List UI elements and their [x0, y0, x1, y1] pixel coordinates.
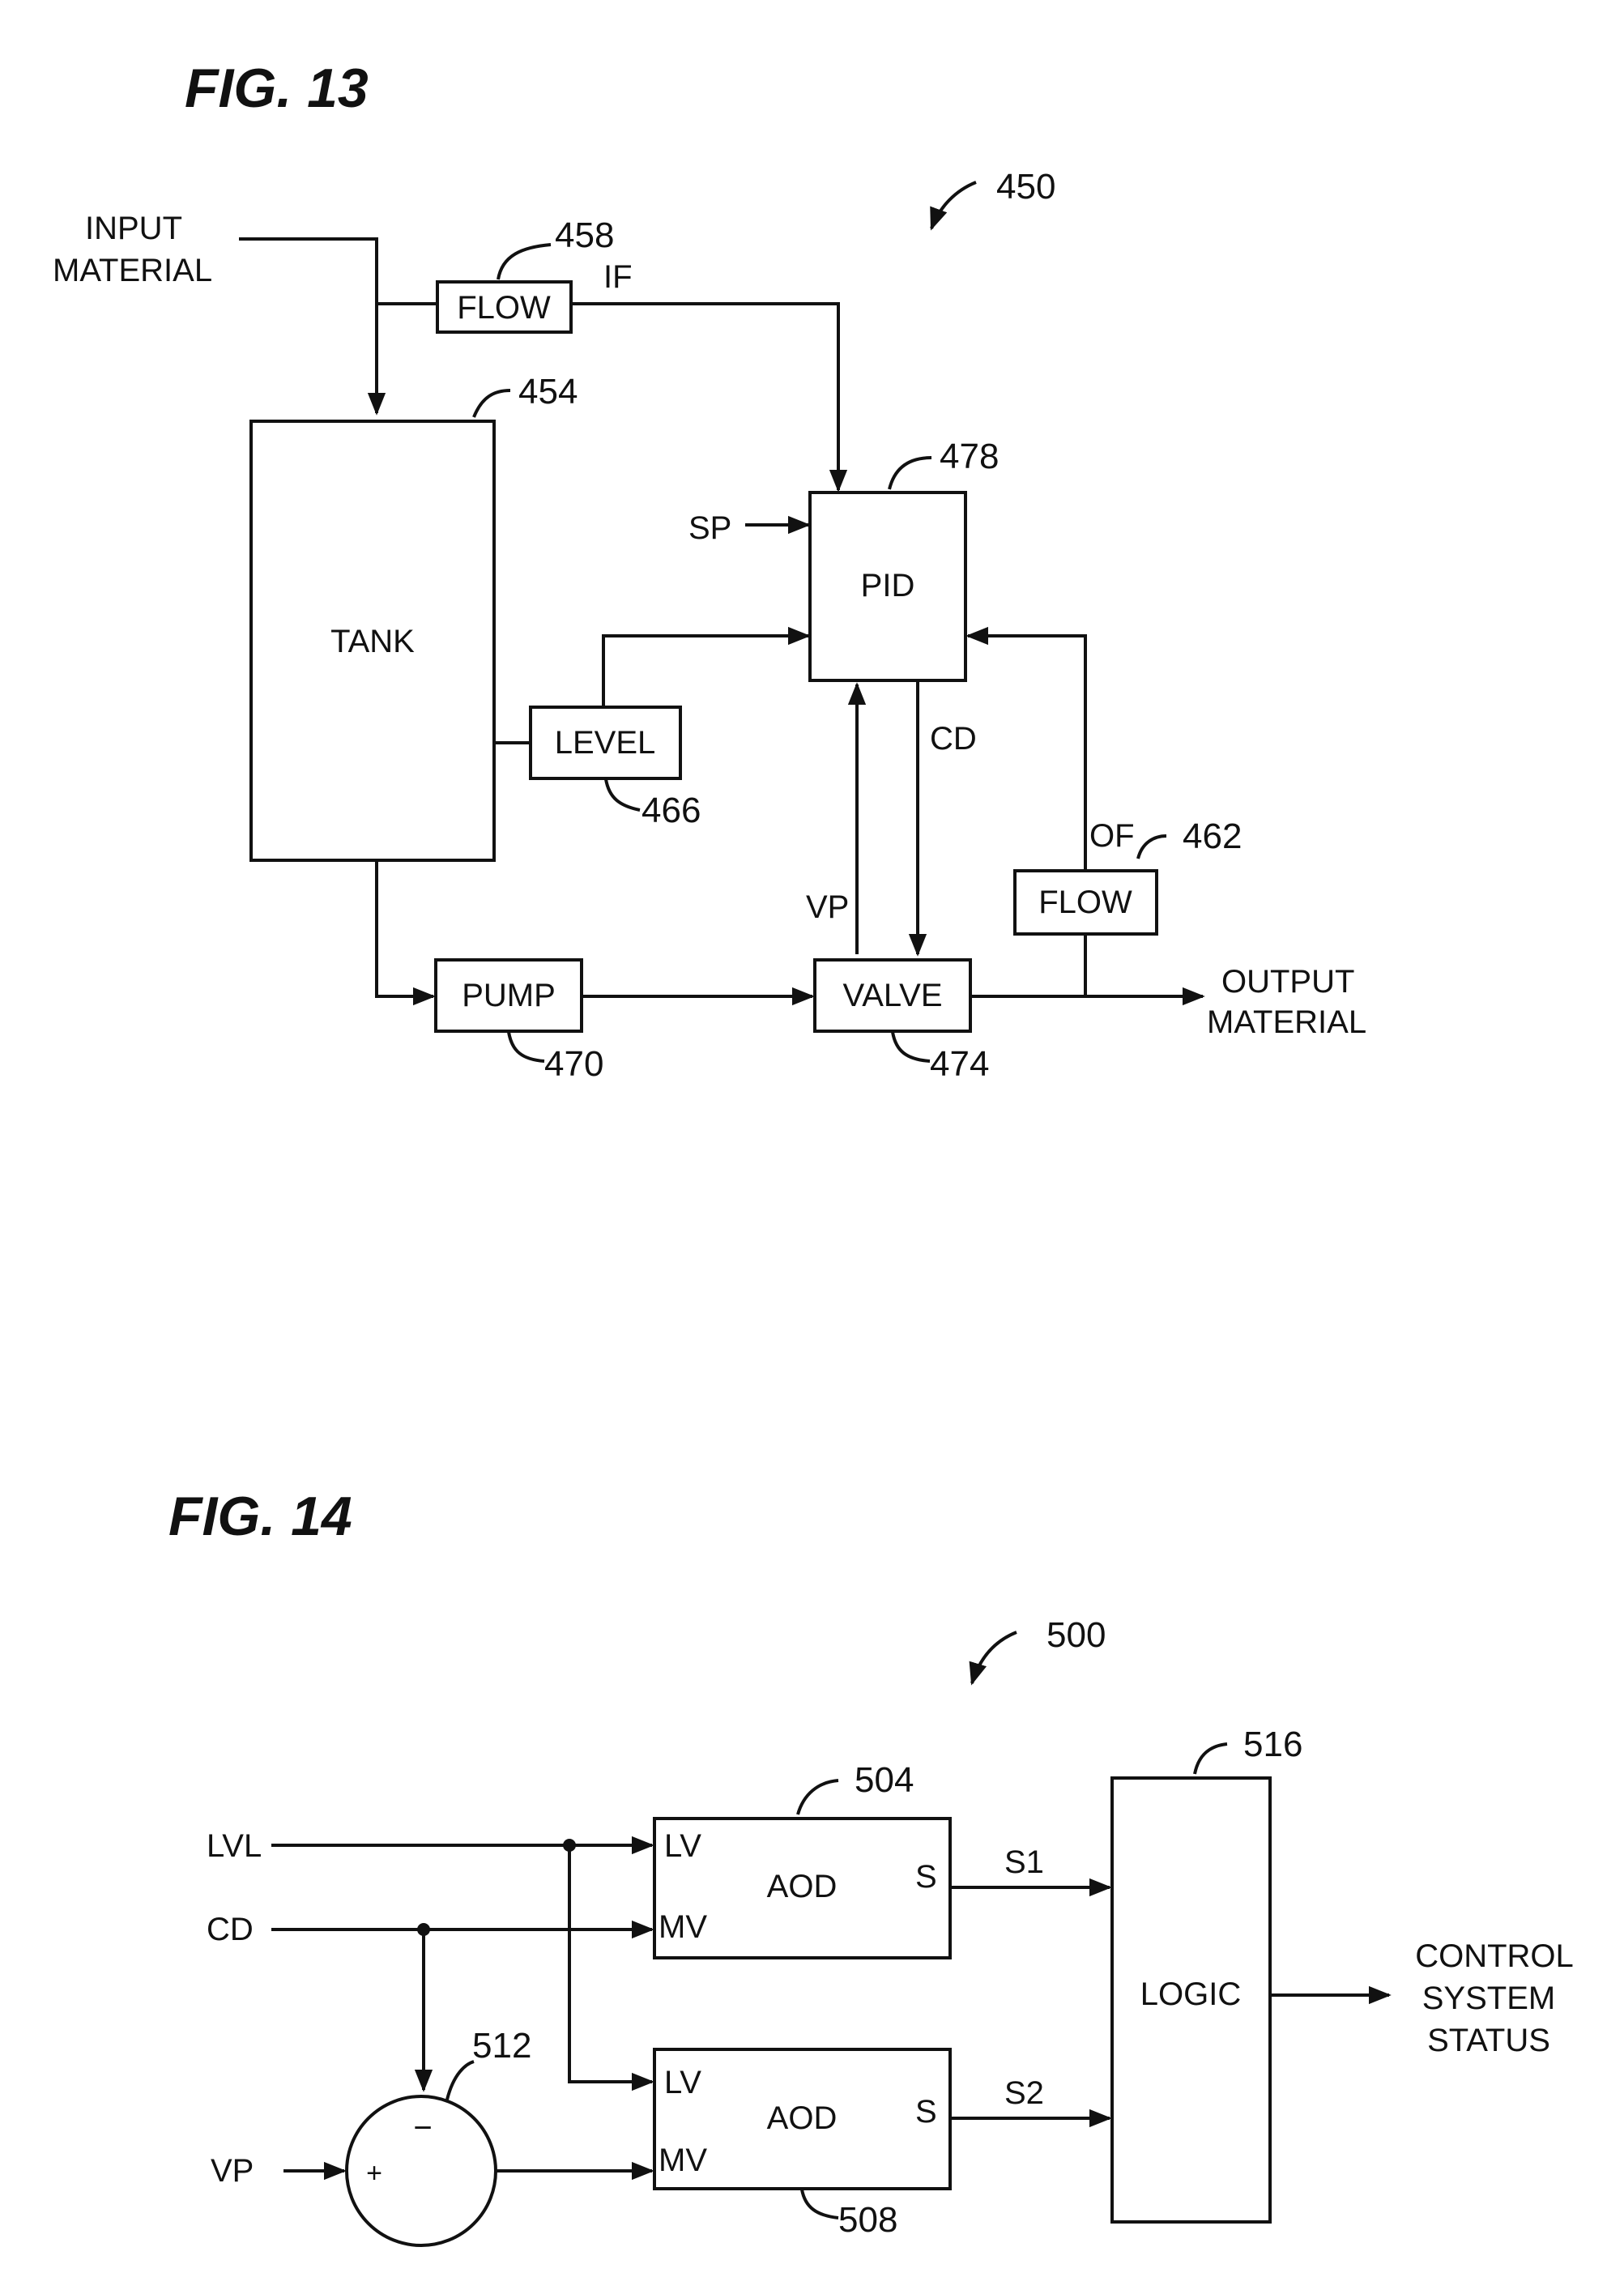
pid-label: PID	[861, 568, 915, 603]
ref-478-leader	[889, 458, 931, 489]
output-material-line1: OUTPUT	[1221, 964, 1354, 1000]
figure-14: FIG. 14 500 LVL CD VP − + 512 LV MV AOD …	[168, 1486, 1574, 2245]
control-status-line2: SYSTEM	[1422, 1981, 1555, 2016]
ref-504: 504	[855, 1760, 914, 1800]
ref-458: 458	[555, 215, 614, 255]
ref-470: 470	[544, 1044, 603, 1084]
figure-13: FIG. 13 450 INPUT MATERIAL FLOW 458 IF T…	[53, 58, 1366, 1084]
valve-label: VALVE	[842, 978, 942, 1013]
fig13-title: FIG. 13	[185, 58, 369, 119]
aod-508-label: AOD	[767, 2100, 838, 2136]
pump-label: PUMP	[462, 978, 556, 1013]
ref-478: 478	[940, 437, 999, 476]
s1-label: S1	[1004, 1844, 1044, 1880]
ref-466-leader	[606, 779, 640, 810]
cd-label: CD	[930, 721, 977, 757]
sp-label: SP	[688, 510, 731, 546]
ref-504-leader	[798, 1780, 838, 1814]
logic-label: LOGIC	[1140, 1976, 1241, 2012]
aod-504-mv: MV	[659, 1909, 707, 1945]
ref-474-leader	[893, 1032, 930, 1061]
ref-474: 474	[930, 1044, 989, 1084]
aod-508-s: S	[915, 2094, 937, 2130]
tank-to-pump-line	[377, 860, 433, 996]
tank-label: TANK	[330, 624, 415, 659]
ref-500: 500	[1046, 1615, 1106, 1655]
ref-508-leader	[802, 2190, 838, 2218]
ref-462-leader	[1138, 836, 1166, 859]
summer-plus: +	[366, 2158, 382, 2189]
ref-450-leader	[931, 182, 976, 228]
cd-input-label: CD	[207, 1912, 254, 1947]
lvl-branch-line	[569, 1845, 652, 2082]
if-signal-line	[571, 304, 838, 490]
s2-label: S2	[1004, 2075, 1044, 2111]
flow-in-label: FLOW	[457, 290, 551, 326]
control-status-line3: STATUS	[1427, 2023, 1550, 2058]
level-signal-line	[603, 636, 808, 707]
ref-454: 454	[518, 372, 578, 411]
aod-504-label: AOD	[767, 1869, 838, 1904]
input-material-line	[239, 239, 377, 413]
ref-466: 466	[642, 791, 701, 830]
summer-minus: −	[413, 2110, 432, 2146]
ref-458-leader	[498, 245, 551, 279]
fig14-title: FIG. 14	[168, 1486, 352, 1547]
lvl-input-label: LVL	[207, 1828, 262, 1864]
vp-input-label: VP	[211, 2153, 254, 2189]
aod-508-mv: MV	[659, 2143, 707, 2178]
ref-516: 516	[1243, 1725, 1302, 1764]
flow-out-label: FLOW	[1038, 885, 1132, 920]
input-material-line2: MATERIAL	[53, 253, 212, 288]
output-material-line2: MATERIAL	[1207, 1004, 1366, 1040]
vp-label: VP	[806, 889, 849, 925]
aod-504-s: S	[915, 1859, 937, 1895]
input-material-line1: INPUT	[85, 211, 182, 246]
ref-462: 462	[1183, 817, 1242, 856]
ref-512: 512	[472, 2026, 531, 2066]
if-signal-label: IF	[603, 259, 633, 295]
aod-508-lv: LV	[664, 2065, 701, 2100]
ref-470-leader	[509, 1032, 544, 1061]
ref-512-leader	[447, 2062, 474, 2100]
ref-516-leader	[1195, 1744, 1227, 1774]
level-label: LEVEL	[555, 725, 656, 761]
ref-450: 450	[996, 167, 1055, 207]
control-status-line1: CONTROL	[1415, 1938, 1574, 1974]
ref-508: 508	[838, 2200, 897, 2240]
aod-504-lv: LV	[664, 1828, 701, 1864]
ref-454-leader	[474, 390, 510, 417]
of-signal-label: OF	[1089, 818, 1135, 854]
of-signal-line	[968, 636, 1085, 871]
ref-500-leader	[972, 1632, 1017, 1683]
